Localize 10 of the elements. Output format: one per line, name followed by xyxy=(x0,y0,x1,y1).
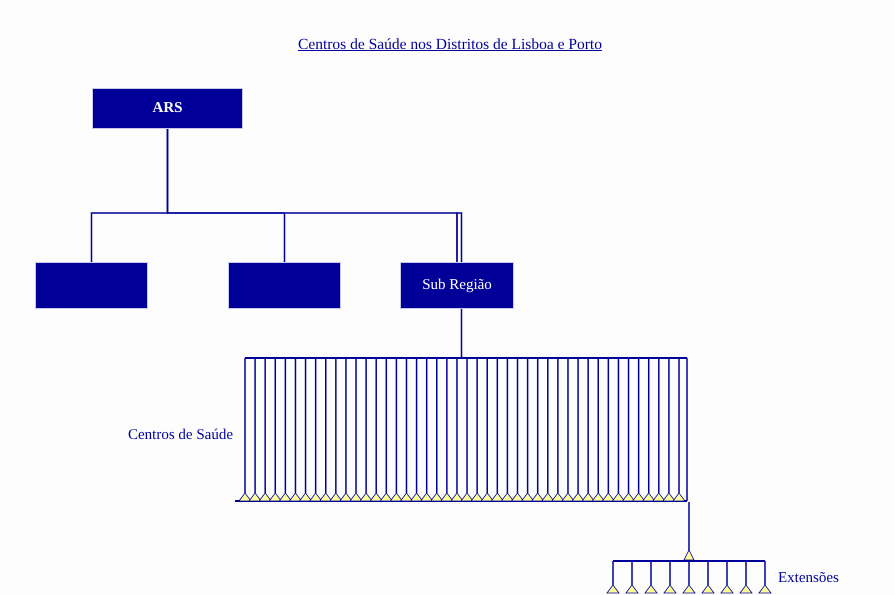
connector xyxy=(684,502,694,560)
group-label: Extensões xyxy=(778,570,839,587)
group-label: Centros de Saúde xyxy=(128,427,233,444)
org-box xyxy=(400,262,514,309)
box-label: Sub Região xyxy=(422,277,492,294)
title: Centros de Saúde nos Distritos de Lisboa e Porto xyxy=(298,36,602,54)
org-box xyxy=(92,88,243,129)
box-label: ARS xyxy=(152,100,182,117)
org-box xyxy=(228,262,341,309)
org-box xyxy=(35,262,148,309)
